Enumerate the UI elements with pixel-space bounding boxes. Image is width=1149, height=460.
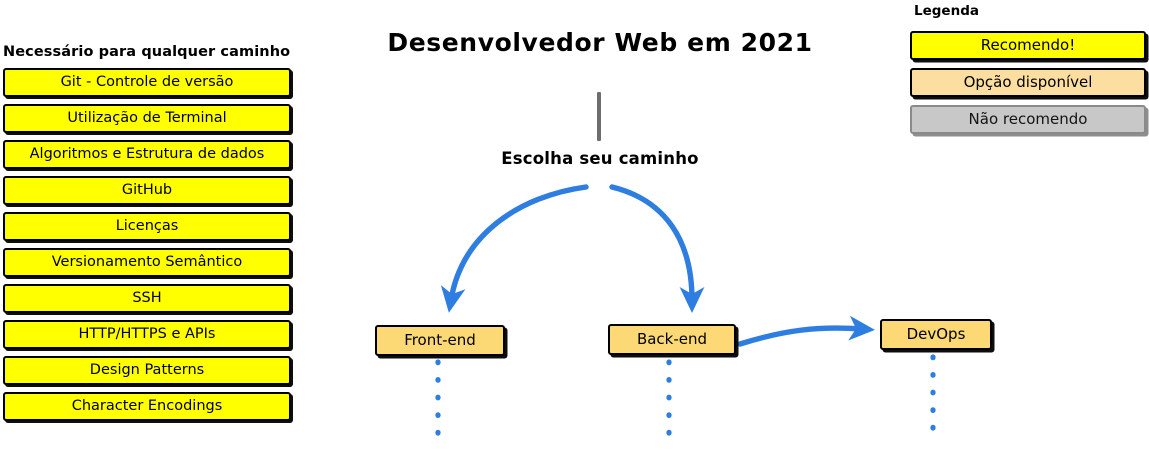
- list-item[interactable]: Git - Controle de versão: [3, 68, 291, 97]
- choose-path-label: Escolha seu caminho: [501, 149, 699, 168]
- legend-item-available: Opção disponível: [910, 68, 1146, 97]
- arrow-to-backend: [609, 184, 705, 313]
- path-box-backend[interactable]: Back-end: [608, 324, 736, 355]
- required-skills-list: Git - Controle de versão Utilização de T…: [0, 68, 300, 421]
- arrow-backend-to-devops: [737, 315, 875, 347]
- legend-item-recommend: Recomendo!: [910, 31, 1146, 60]
- list-item[interactable]: Versionamento Semântico: [3, 248, 291, 277]
- page-title: Desenvolvedor Web em 2021: [387, 28, 813, 57]
- list-item[interactable]: Licenças: [3, 212, 291, 241]
- legend: Legenda Recomendo! Opção disponível Não …: [910, 0, 1146, 142]
- required-skills-heading: Necessário para qualquer caminho: [3, 44, 291, 60]
- required-skills-column: Necessário para qualquer caminho Git - C…: [0, 42, 300, 428]
- legend-title: Legenda: [914, 3, 979, 19]
- path-box-frontend[interactable]: Front-end: [375, 325, 505, 356]
- list-item[interactable]: GitHub: [3, 176, 291, 205]
- list-item[interactable]: SSH: [3, 284, 291, 313]
- list-item[interactable]: Utilização de Terminal: [3, 104, 291, 133]
- list-item[interactable]: Algoritmos e Estrutura de dados: [3, 140, 291, 169]
- legend-item-not-recommend: Não recomendo: [910, 105, 1146, 134]
- list-item[interactable]: Character Encodings: [3, 392, 291, 421]
- list-item[interactable]: Design Patterns: [3, 356, 291, 385]
- arrow-to-frontend: [440, 184, 589, 313]
- list-item[interactable]: HTTP/HTTPS e APIs: [3, 320, 291, 349]
- path-box-devops[interactable]: DevOps: [880, 319, 992, 350]
- stem-connector: [597, 92, 601, 141]
